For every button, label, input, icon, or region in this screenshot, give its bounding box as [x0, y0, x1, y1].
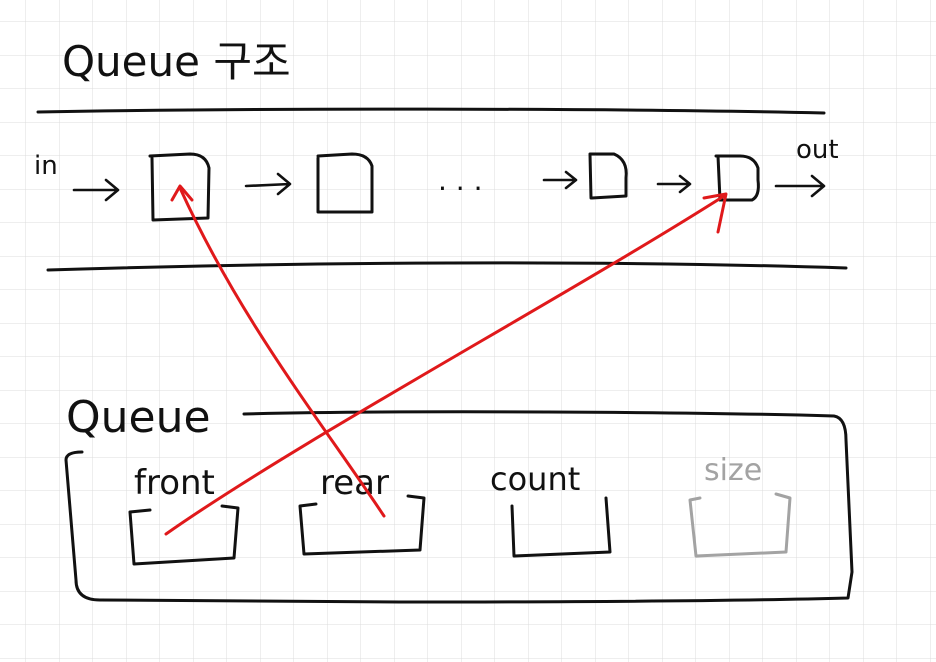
flow-arrow-2	[542, 170, 578, 190]
flow-arrow-3	[656, 174, 692, 194]
rear-pointer-arrowhead	[170, 184, 194, 202]
field-slot-front	[128, 504, 240, 566]
front-pointer-arrowhead	[702, 192, 728, 234]
queue-bottom-rail	[46, 261, 848, 272]
queue-node-1	[148, 152, 211, 222]
field-label-count: count	[490, 460, 580, 498]
field-slot-count	[510, 496, 612, 558]
front-pointer-arrow	[164, 194, 726, 536]
in-arrow	[72, 178, 120, 202]
field-slot-size	[688, 492, 792, 558]
field-label-size: size	[704, 453, 762, 488]
queue-node-2	[316, 152, 374, 214]
field-label-rear: rear	[320, 463, 389, 503]
struct-title: Queue	[66, 392, 211, 443]
out-label: out	[796, 135, 839, 165]
rear-pointer-arrow	[178, 186, 386, 518]
queue-top-rail	[36, 107, 826, 115]
flow-arrow-1	[244, 172, 292, 196]
queue-node-3	[588, 152, 628, 200]
out-arrow	[774, 174, 826, 198]
struct-box	[64, 410, 854, 604]
ellipsis: . . .	[438, 164, 483, 197]
queue-node-4	[714, 154, 760, 202]
field-label-front: front	[134, 463, 215, 503]
in-label: in	[34, 151, 58, 181]
diagram-title: Queue 구조	[62, 37, 291, 86]
field-slot-rear	[298, 494, 426, 556]
